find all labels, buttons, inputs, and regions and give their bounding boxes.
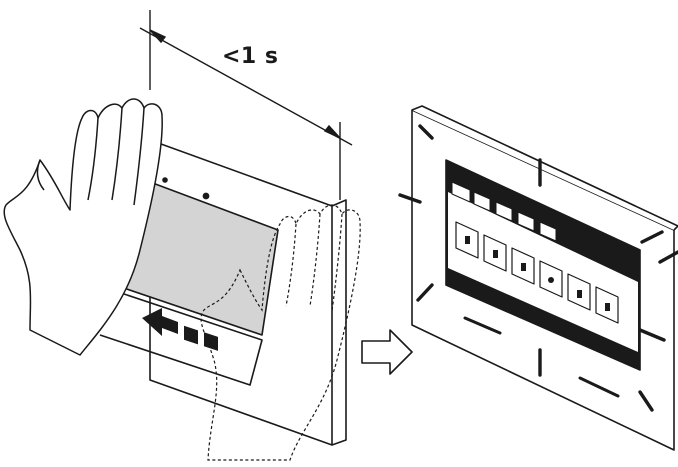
- left-device: [99, 139, 347, 446]
- highlight-marks: [398, 124, 678, 412]
- timing-dimension: [139, 10, 353, 200]
- hand-palm-icon: [3, 98, 163, 356]
- stop-square-icon: [204, 332, 218, 351]
- arrow-left-icon: [142, 308, 178, 336]
- timing-label: <1 s: [222, 44, 279, 69]
- arrow-right-icon: [361, 329, 413, 375]
- hand-outline-icon: [200, 204, 361, 461]
- right-device: 15:35: [398, 105, 678, 451]
- stop-square-icon: [184, 325, 198, 345]
